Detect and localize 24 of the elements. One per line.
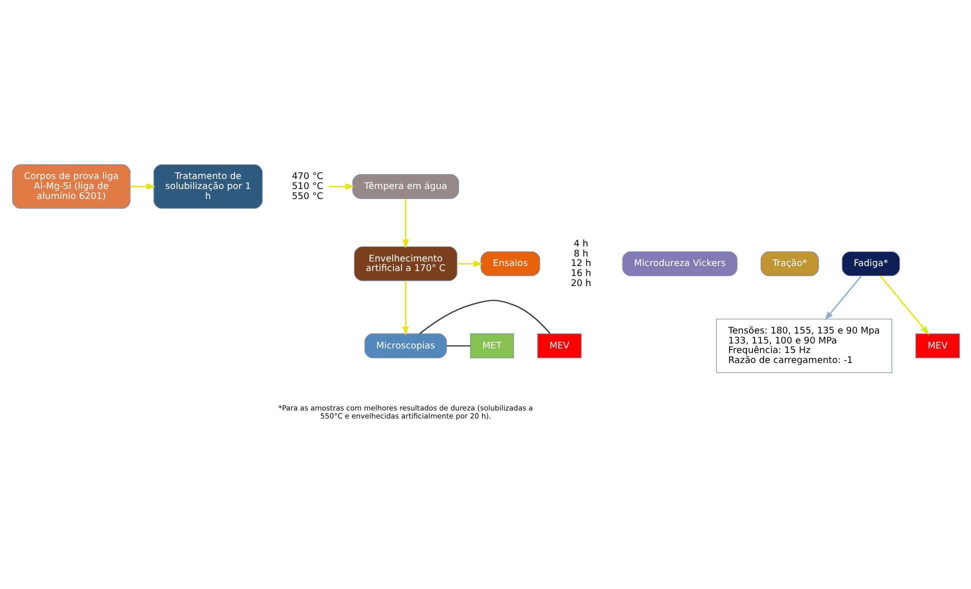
arrow	[130, 183, 156, 190]
node-box: Tensões: 180, 155, 135 e 90 Mpa 133, 115, 100 e 90 MPa Frequência: 15 Hz Razão de carregamento: -1	[716, 318, 892, 374]
node-box: Corpos de prova liga Al-Mg-Si (liga de alumínio 6201)	[12, 164, 130, 209]
node-box: Tração*	[760, 251, 818, 276]
arrow	[824, 276, 862, 320]
node-box: Envelhecimento artificial a 170° C	[354, 246, 457, 282]
node-box: MEV	[536, 333, 582, 358]
node-text: 470 °C 510 °C 550 °C	[291, 171, 323, 202]
node-box: Microdureza Vickers	[622, 251, 737, 276]
node-box: MEV	[914, 333, 960, 358]
node-text: 4 h 8 h 12 h 16 h 20 h	[570, 238, 591, 289]
arrow	[328, 183, 354, 190]
node-box: MET	[470, 333, 514, 358]
connector	[418, 300, 550, 334]
connector	[446, 345, 470, 347]
node-box: Fadiga*	[841, 251, 900, 276]
arrow	[402, 280, 408, 336]
node-box: Têmpera em água	[352, 174, 458, 199]
node-box: Microscopias	[364, 333, 446, 358]
node-box: Ensaios	[480, 251, 540, 276]
arrow	[402, 198, 408, 249]
arrow	[456, 260, 482, 267]
node-box: Tratamento de solubilização por 1 h	[152, 164, 262, 209]
arrow	[879, 276, 929, 336]
